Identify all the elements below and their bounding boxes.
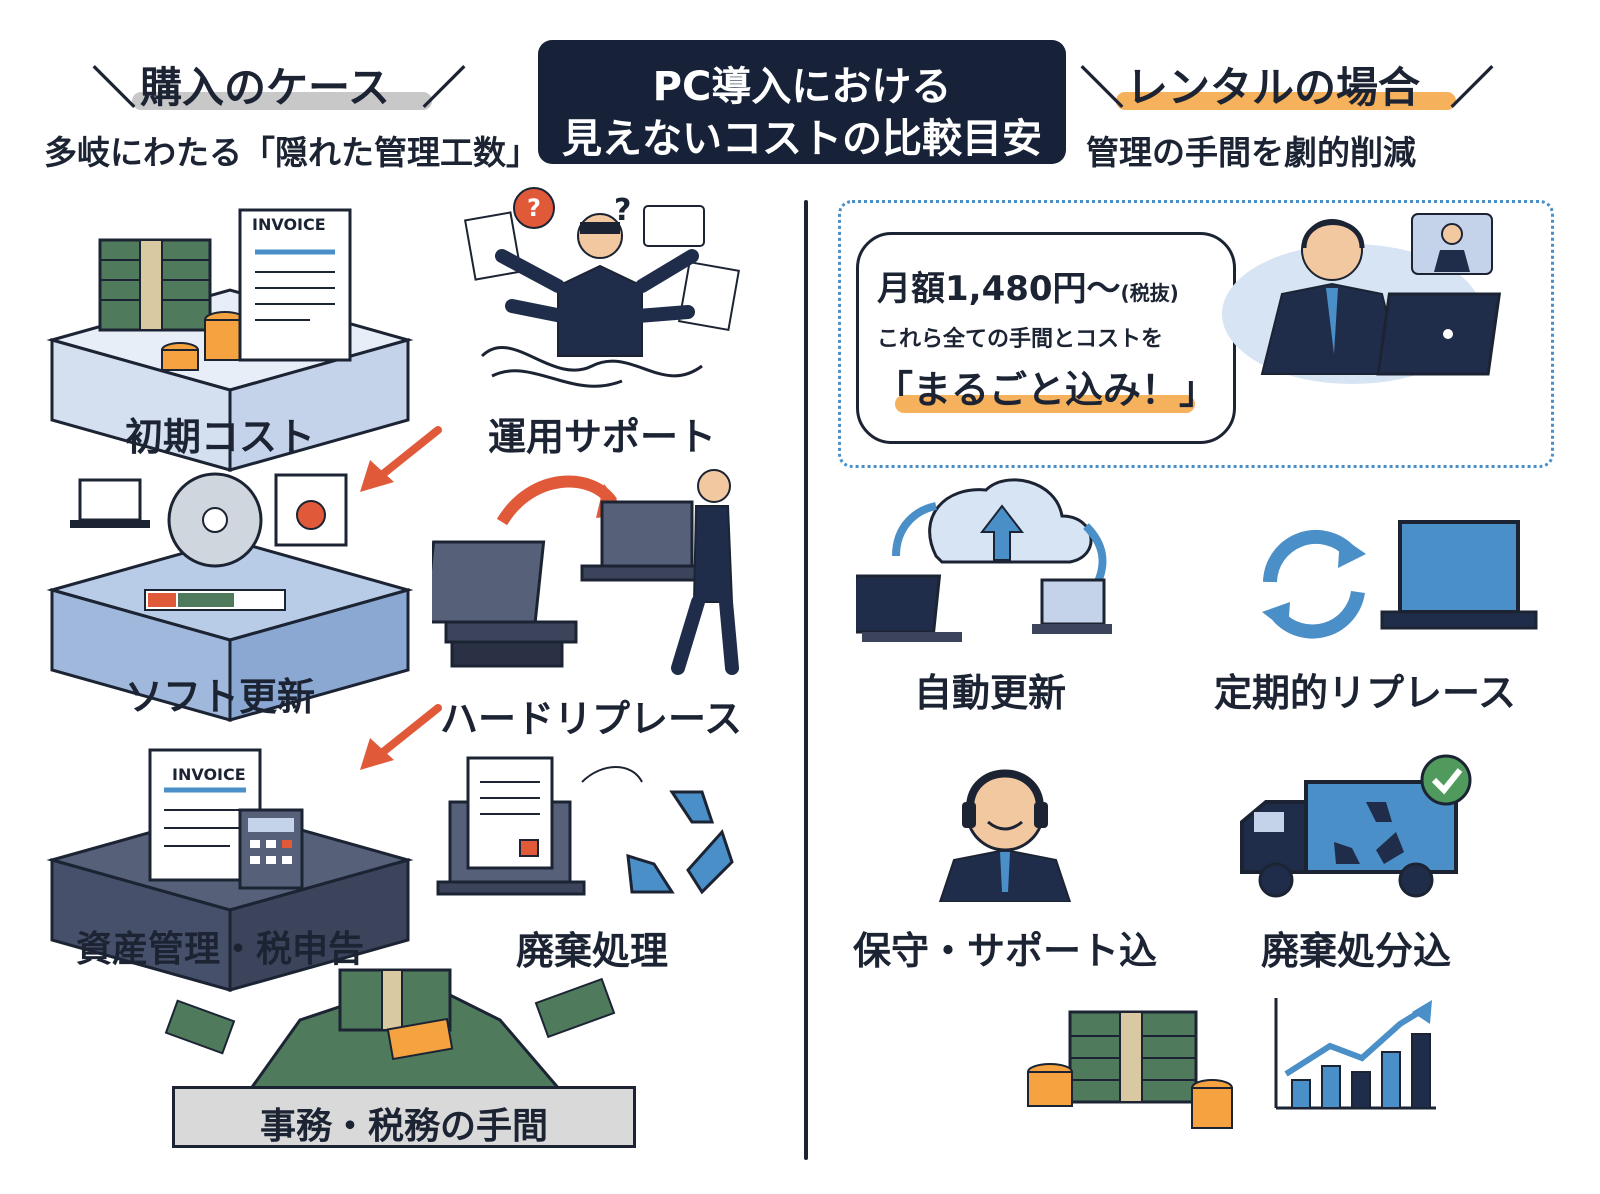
check-circle-icon bbox=[1420, 754, 1472, 806]
rental-heading-group: ＼ レンタルの場合 ／ bbox=[1080, 52, 1500, 114]
money-pile-illustration bbox=[164, 968, 616, 1090]
slash-right-icon: ／ bbox=[1450, 63, 1494, 114]
disposal-illustration bbox=[436, 756, 734, 896]
purchase-heading-group: ＼ 購入のケース ／ bbox=[92, 52, 472, 114]
confused-worker-illustration: ? ? bbox=[463, 187, 740, 388]
svg-text:?: ? bbox=[614, 193, 631, 228]
invoice-label: INVOICE bbox=[252, 215, 326, 234]
invoice-icon bbox=[238, 208, 352, 362]
rental-heading-underline bbox=[1116, 92, 1456, 110]
bubble-description: これら全ての手間とコストを bbox=[877, 327, 1164, 352]
headset-icon bbox=[966, 769, 1044, 809]
catch-highlight bbox=[895, 395, 1195, 413]
recycle-icon bbox=[1334, 802, 1404, 864]
main-title-line1: PC導入における bbox=[652, 64, 952, 110]
main-title-banner: PC導入における 見えないコストの比較目安 bbox=[538, 40, 1066, 164]
label-operation-support: 運用サポート bbox=[487, 415, 716, 459]
laptop-icon bbox=[70, 478, 150, 528]
footer-label: 事務・税務の手間 bbox=[259, 1106, 548, 1147]
purchase-heading-underline bbox=[132, 92, 432, 110]
money-stack-icon bbox=[98, 238, 212, 332]
progress-bar-icon bbox=[144, 589, 286, 611]
laptop-icon bbox=[1398, 520, 1520, 614]
label-initial-cost: 初期コスト bbox=[124, 415, 315, 459]
paperwork-footer-box: 事務・税務の手間 bbox=[172, 1086, 636, 1148]
slash-right-icon: ／ bbox=[422, 63, 466, 114]
purchase-heading: 購入のケース bbox=[140, 63, 390, 112]
arrow-down-left-icon bbox=[360, 426, 442, 492]
price-text: 月額1,480円〜(税抜) bbox=[877, 261, 1179, 310]
bubble-catchphrase: 「まるごと込み！」 bbox=[875, 368, 1218, 412]
lock-icon bbox=[519, 839, 539, 857]
recycle-icon bbox=[626, 790, 734, 895]
arrow-down-left-icon bbox=[360, 704, 442, 770]
invoice-label: INVOICE bbox=[172, 765, 246, 784]
tax-note: (税抜) bbox=[1120, 281, 1179, 305]
hardware-replace-illustration bbox=[432, 469, 739, 675]
label-software-update: ソフト更新 bbox=[124, 675, 315, 719]
label-maintenance-support: 保守・サポート込 bbox=[852, 929, 1157, 973]
settings-window-icon bbox=[274, 473, 348, 547]
refresh-cycle-icon bbox=[1263, 529, 1365, 639]
upload-arrow-icon bbox=[979, 504, 1025, 561]
slash-left-icon: ＼ bbox=[1080, 63, 1124, 114]
label-disposal-included: 廃棄処分込 bbox=[1260, 929, 1451, 973]
rental-subheading: 管理の手間を劇的削減 bbox=[1086, 133, 1416, 172]
savings-money-illustration bbox=[1027, 1010, 1233, 1129]
cd-disc-icon bbox=[167, 472, 263, 568]
price-speech-bubble: 月額1,480円〜(税抜) これら全ての手間とコストを 「まるごと込み！」 bbox=[856, 232, 1236, 444]
label-auto-update: 自動更新 bbox=[913, 671, 1066, 715]
center-divider bbox=[804, 200, 808, 1160]
coin-stack-icon bbox=[161, 311, 246, 371]
main-title-line2: 見えないコストの比較目安 bbox=[562, 116, 1042, 162]
rental-price-panel bbox=[838, 200, 1554, 468]
svg-text:?: ? bbox=[527, 194, 541, 222]
slash-left-icon: ＼ bbox=[92, 63, 136, 114]
purchase-subheading: 多岐にわたる「隠れた管理工数」 bbox=[44, 133, 539, 172]
label-hardware-replace: ハードリプレース bbox=[440, 697, 743, 741]
periodic-replace-illustration bbox=[1262, 520, 1538, 639]
recycle-truck-illustration bbox=[1240, 754, 1472, 898]
label-asset-tax: 資産管理・税申告 bbox=[75, 929, 364, 970]
headset-icon bbox=[1301, 220, 1365, 249]
label-disposal: 廃棄処理 bbox=[515, 929, 668, 973]
auto-update-illustration bbox=[856, 478, 1112, 642]
support-operator-illustration bbox=[938, 769, 1072, 902]
operator-laptop-illustration bbox=[1222, 213, 1502, 384]
monthly-price: 月額1,480円〜 bbox=[877, 269, 1121, 309]
growth-chart-icon bbox=[1274, 998, 1436, 1110]
calculator-icon bbox=[238, 808, 304, 890]
cost-stack-illustration bbox=[46, 208, 414, 992]
label-periodic-replace: 定期的リプレース bbox=[1213, 671, 1517, 715]
rental-heading: レンタルの場合 bbox=[1126, 63, 1421, 112]
